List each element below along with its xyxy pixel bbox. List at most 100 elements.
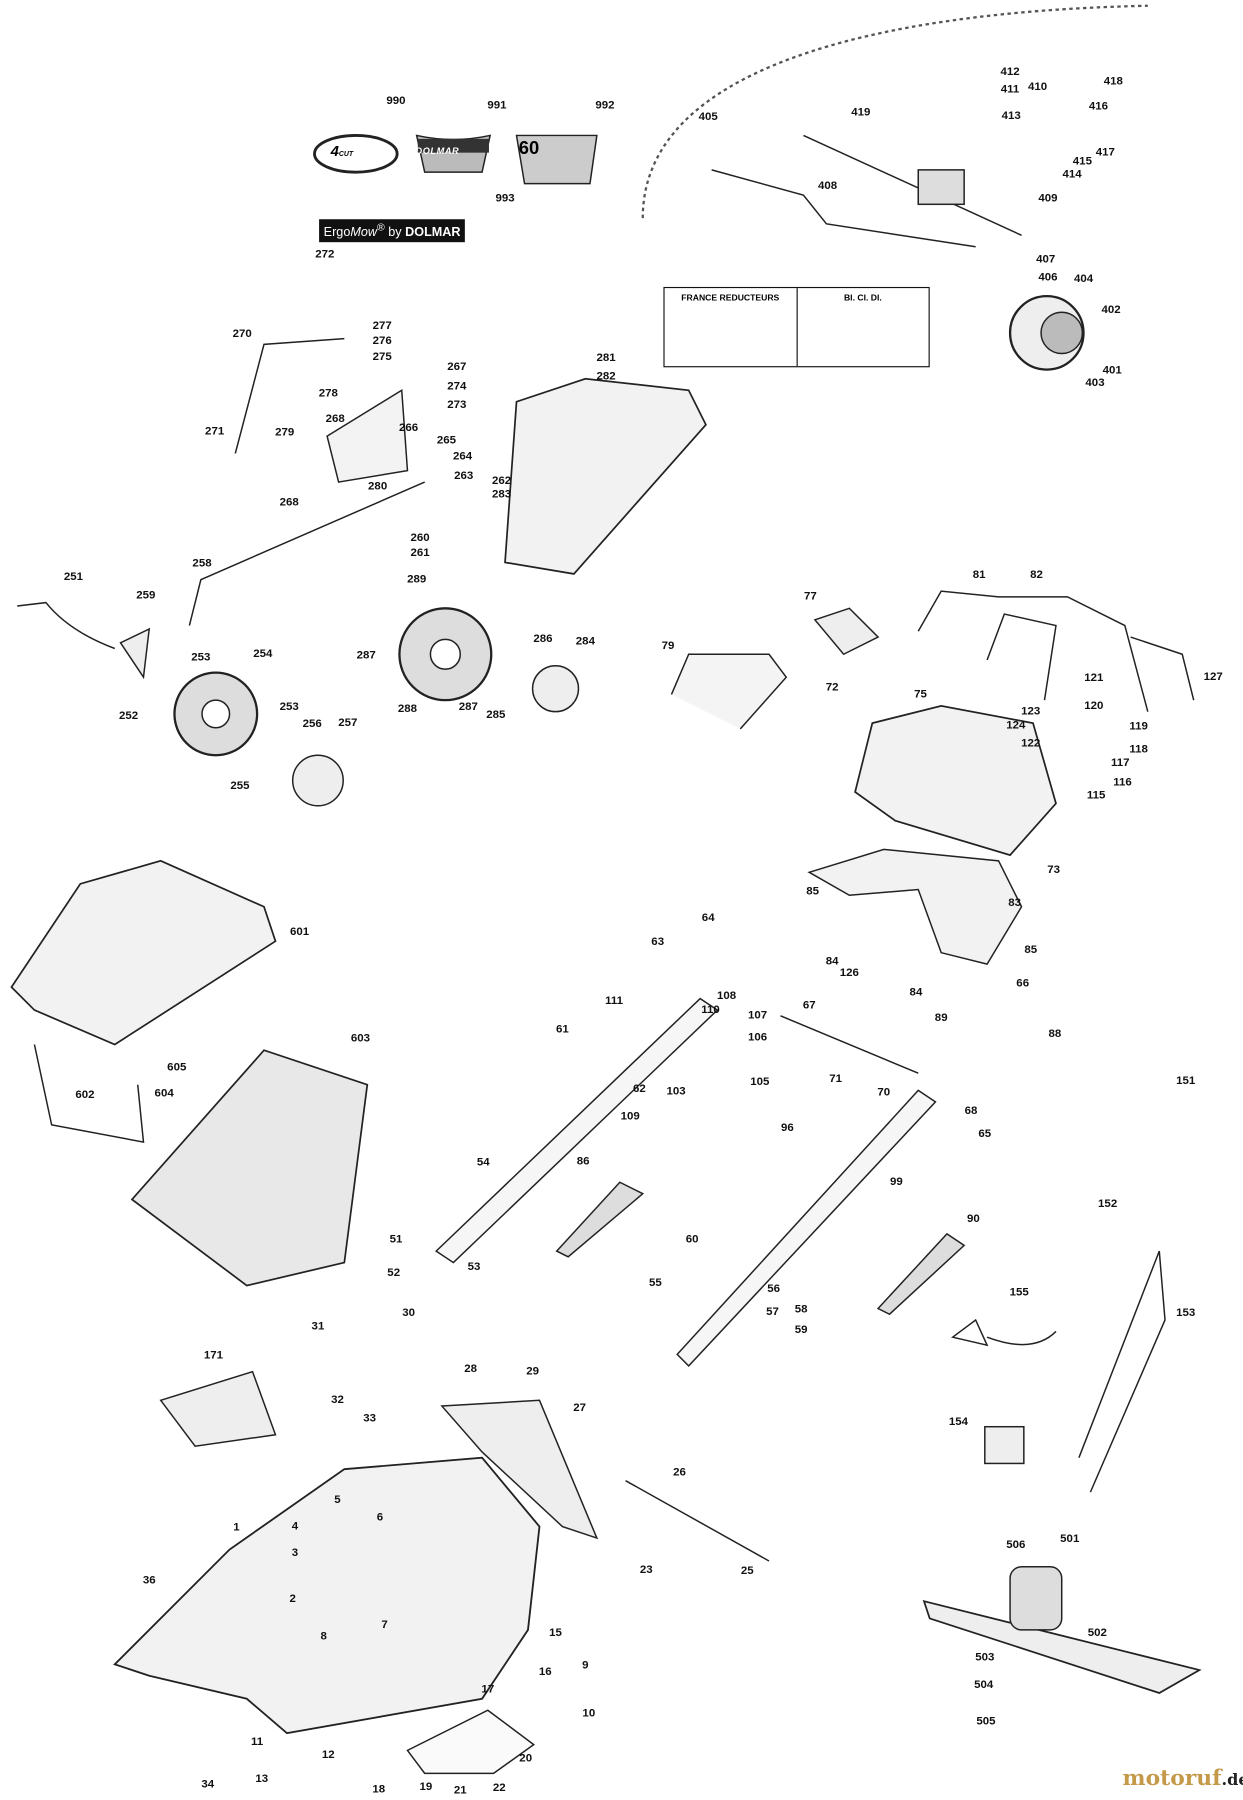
part-number-label: 111 xyxy=(605,994,624,1008)
decal-60: 60 xyxy=(518,138,540,159)
part-number-label: 280 xyxy=(368,480,388,493)
cable-153 xyxy=(1078,1250,1166,1493)
part-number-label: 504 xyxy=(974,1678,994,1692)
rear-cover xyxy=(504,377,707,575)
part-number-label: 16 xyxy=(538,1666,552,1679)
part-number-label: 90 xyxy=(966,1212,980,1226)
part-number-label: 29 xyxy=(526,1365,539,1378)
part-number-label: 58 xyxy=(794,1303,808,1316)
part-number-label: 103 xyxy=(666,1085,686,1098)
rear-axle xyxy=(803,134,1022,236)
part-number-label: 277 xyxy=(372,319,392,333)
part-number-label: 84 xyxy=(825,955,839,969)
part-number-label: 55 xyxy=(649,1276,662,1290)
inset-france-reducteurs: FRANCE REDUCTEURS xyxy=(681,292,780,304)
part-number-label: 605 xyxy=(167,1061,187,1074)
part-number-label: 62 xyxy=(632,1082,646,1096)
lower-handle-56 xyxy=(676,1089,937,1367)
part-number-label: 22 xyxy=(492,1781,506,1795)
part-number-label: 23 xyxy=(639,1563,653,1577)
flap-171 xyxy=(159,1370,277,1448)
rod-26 xyxy=(625,1480,770,1562)
part-number-label: 604 xyxy=(154,1087,174,1101)
part-number-label: 171 xyxy=(203,1349,224,1362)
part-number-label: 501 xyxy=(1060,1532,1080,1546)
part-number-label: 31 xyxy=(311,1320,325,1334)
part-number-label: 63 xyxy=(651,936,665,949)
part-number-label: 419 xyxy=(851,106,871,119)
console-75 xyxy=(854,705,1057,857)
drive-gear-hub xyxy=(1040,311,1084,355)
part-number-label: 123 xyxy=(1021,705,1041,718)
part-number-label: 66 xyxy=(1016,977,1030,990)
part-number-label: 258 xyxy=(192,557,212,570)
part-number-label: 53 xyxy=(467,1260,481,1274)
part-number-label: 153 xyxy=(1176,1306,1196,1320)
part-number-label: 990 xyxy=(386,94,406,108)
part-number-label: 263 xyxy=(454,470,474,483)
engine-outline-dashed xyxy=(641,4,1148,219)
part-number-label: 266 xyxy=(399,421,419,435)
part-number-label: 109 xyxy=(620,1110,640,1124)
part-number-label: 418 xyxy=(1103,75,1123,88)
part-number-label: 4 xyxy=(291,1520,299,1533)
part-number-label: 117 xyxy=(1110,756,1130,770)
part-number-label: 33 xyxy=(363,1412,376,1425)
height-bracket xyxy=(326,388,409,483)
part-number-label: 416 xyxy=(1088,100,1109,114)
part-number-label: 59 xyxy=(794,1323,808,1337)
wheel-cap-257 xyxy=(291,754,344,807)
part-number-label: 72 xyxy=(825,681,839,694)
part-number-label: 287 xyxy=(356,649,376,662)
part-number-label: 265 xyxy=(436,434,457,448)
blade-502 xyxy=(922,1599,1202,1694)
grass-bag-603 xyxy=(130,1049,369,1287)
part-number-label: 273 xyxy=(447,398,467,412)
wheel-cap-284 xyxy=(531,664,580,713)
part-number-label: 88 xyxy=(1048,1027,1062,1041)
part-number-label: 413 xyxy=(1001,109,1021,123)
part-number-label: 105 xyxy=(750,1076,770,1089)
part-number-label: 257 xyxy=(338,716,358,730)
wheel-254-hub xyxy=(201,699,231,729)
part-number-label: 407 xyxy=(1036,253,1056,266)
part-number-label: 506 xyxy=(1006,1538,1026,1552)
decal-dolmar-band xyxy=(417,138,489,153)
watermark-tld: .de xyxy=(1221,1771,1243,1790)
part-number-label: 67 xyxy=(802,999,816,1012)
handle-bar-inner xyxy=(986,613,1057,701)
part-number-label: 79 xyxy=(661,639,675,653)
part-number-label: 122 xyxy=(1021,737,1041,751)
part-number-label: 991 xyxy=(487,99,507,112)
decal-60-shape xyxy=(515,134,598,185)
part-number-label: 19 xyxy=(419,1780,433,1794)
part-number-label: 2 xyxy=(289,1592,296,1606)
inset-bi-ci-di: BI. CI. DI. xyxy=(795,288,929,367)
part-number-label: 278 xyxy=(318,387,338,401)
charger-155 xyxy=(950,1318,1057,1347)
part-number-label: 84 xyxy=(909,986,923,1000)
adapter-501 xyxy=(1009,1566,1063,1631)
part-number-label: 52 xyxy=(387,1266,401,1280)
part-number-label: 99 xyxy=(890,1175,903,1189)
part-number-label: 414 xyxy=(1062,168,1082,181)
part-number-label: 270 xyxy=(232,327,252,341)
part-number-label: 283 xyxy=(492,488,512,502)
part-number-label: 51 xyxy=(389,1233,403,1246)
part-number-label: 64 xyxy=(701,911,715,925)
part-number-label: 120 xyxy=(1084,699,1104,713)
part-number-label: 85 xyxy=(806,885,820,899)
part-number-label: 5 xyxy=(334,1493,341,1507)
part-number-label: 108 xyxy=(716,989,737,1003)
part-number-label: 6 xyxy=(376,1511,384,1524)
part-number-label: 121 xyxy=(1084,672,1104,685)
part-number-label: 602 xyxy=(75,1088,95,1102)
ergomow-logo: ErgoMow® by DOLMAR xyxy=(319,219,466,242)
part-number-label: 25 xyxy=(740,1565,754,1578)
part-number-label: 253 xyxy=(191,651,211,665)
frame-83 xyxy=(807,848,1023,966)
part-number-label: 32 xyxy=(331,1394,344,1407)
part-number-label: 75 xyxy=(914,688,927,701)
part-number-label: 81 xyxy=(972,568,986,582)
cable-variant-inset: FRANCE REDUCTEURS BI. CI. DI. xyxy=(663,286,930,368)
